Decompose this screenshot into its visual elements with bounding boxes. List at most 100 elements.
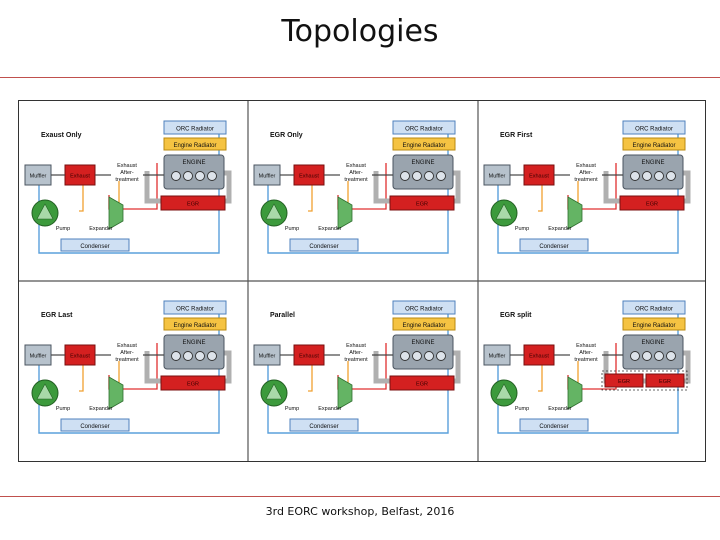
aftertreatment-label: After- bbox=[349, 170, 363, 176]
engine-cylinder-icon bbox=[171, 171, 181, 181]
engine-radiator bbox=[392, 317, 456, 331]
egr-label: EGR bbox=[416, 382, 428, 388]
egr-label: EGR bbox=[416, 202, 428, 208]
aftertreatment-label: After- bbox=[579, 170, 593, 176]
panel-title: Parallel bbox=[270, 312, 295, 319]
engine-radiator-label: Engine Radiator bbox=[402, 323, 445, 329]
aftertreatment-label: Exhaust bbox=[117, 163, 137, 169]
pump-icon-arrow bbox=[36, 383, 54, 400]
slide-footer: 3rd EORC workshop, Belfast, 2016 bbox=[265, 505, 455, 518]
engine-block bbox=[622, 334, 684, 370]
engine-cylinder-icon bbox=[412, 351, 422, 361]
panel-title: EGR First bbox=[500, 132, 533, 139]
engine-cylinder-icon bbox=[666, 171, 676, 181]
expander-label: Expander bbox=[89, 406, 113, 412]
orc-radiator-label: ORC Radiator bbox=[176, 307, 214, 313]
expander-icon bbox=[337, 196, 353, 230]
expander-icon bbox=[108, 376, 124, 410]
orc-pipe bbox=[308, 179, 313, 212]
orc-radiator bbox=[392, 120, 456, 135]
exhaust-label: Exhaust bbox=[529, 354, 549, 360]
aftertreatment-label: Exhaust bbox=[346, 163, 366, 169]
bottom-divider bbox=[0, 496, 720, 497]
orc-radiator bbox=[163, 120, 227, 135]
condenser-label: Condenser bbox=[539, 424, 568, 430]
expander-icon bbox=[337, 376, 353, 410]
pump-icon-arrow bbox=[495, 383, 513, 400]
engine-radiator bbox=[622, 317, 686, 331]
orc-radiator bbox=[392, 300, 456, 315]
condenser bbox=[60, 238, 130, 252]
engine-radiator-label: Engine Radiator bbox=[632, 143, 675, 149]
engine-radiator-label: Engine Radiator bbox=[173, 143, 216, 149]
aftertreatment-label: treatment bbox=[115, 177, 139, 183]
engine-cylinder-icon bbox=[171, 351, 181, 361]
slide-title: Topologies bbox=[281, 14, 439, 49]
orc-radiator bbox=[622, 300, 686, 315]
engine-cylinder-icon bbox=[642, 171, 652, 181]
orc-pipe bbox=[538, 359, 543, 392]
egr-cooler bbox=[389, 195, 455, 211]
orc-radiator bbox=[622, 120, 686, 135]
aftertreatment-label: Exhaust bbox=[576, 163, 596, 169]
engine-cylinder-icon bbox=[424, 351, 434, 361]
aftertreatment-label: Exhaust bbox=[576, 343, 596, 349]
aftertreatment-label: After- bbox=[349, 350, 363, 356]
condenser bbox=[289, 418, 359, 432]
orc-radiator bbox=[163, 300, 227, 315]
aftertreatment-label: Exhaust bbox=[117, 343, 137, 349]
engine-label: ENGINE bbox=[182, 160, 205, 166]
muffler-label: Muffler bbox=[259, 174, 276, 180]
engine-cylinder-icon bbox=[424, 171, 434, 181]
egr-second-label: EGR bbox=[659, 379, 671, 385]
aftertreatment-label: treatment bbox=[115, 357, 139, 363]
expander-label: Expander bbox=[548, 226, 572, 232]
condenser-label: Condenser bbox=[309, 424, 338, 430]
panel-title: Exaust Only bbox=[41, 132, 82, 139]
orc-radiator-label: ORC Radiator bbox=[176, 127, 214, 133]
engine-radiator-label: Engine Radiator bbox=[402, 143, 445, 149]
condenser-label: Condenser bbox=[80, 424, 109, 430]
engine-label: ENGINE bbox=[641, 160, 664, 166]
pump-label: Pump bbox=[285, 226, 299, 232]
exhaust-label: Exhaust bbox=[299, 354, 319, 360]
egr-cooler bbox=[160, 195, 226, 211]
engine-radiator bbox=[392, 137, 456, 151]
orc-pipe bbox=[308, 359, 313, 392]
muffler-label: Muffler bbox=[259, 354, 276, 360]
egr-cooler bbox=[389, 375, 455, 391]
condenser-label: Condenser bbox=[539, 244, 568, 250]
orc-radiator-label: ORC Radiator bbox=[635, 307, 673, 313]
engine-label: ENGINE bbox=[641, 340, 664, 346]
aftertreatment-label: treatment bbox=[344, 177, 368, 183]
condenser-label: Condenser bbox=[309, 244, 338, 250]
aftertreatment-label: After- bbox=[120, 350, 134, 356]
engine-block bbox=[392, 334, 454, 370]
engine-cylinder-icon bbox=[207, 351, 217, 361]
engine-radiator bbox=[163, 137, 227, 151]
egr-cooler bbox=[604, 373, 644, 388]
orc-pipe bbox=[79, 179, 84, 212]
engine-cylinder-icon bbox=[183, 171, 193, 181]
panel-title: EGR split bbox=[500, 312, 532, 319]
egr-label: EGR bbox=[187, 382, 199, 388]
engine-radiator bbox=[163, 317, 227, 331]
engine-cylinder-icon bbox=[642, 351, 652, 361]
engine-cylinder-icon bbox=[195, 351, 205, 361]
engine-cylinder-icon bbox=[666, 351, 676, 361]
engine-block bbox=[622, 154, 684, 190]
engine-cylinder-icon bbox=[630, 351, 640, 361]
expander-icon bbox=[108, 196, 124, 230]
engine-cylinder-icon bbox=[412, 171, 422, 181]
orc-pipe bbox=[79, 359, 84, 392]
exhaust-label: Exhaust bbox=[70, 174, 90, 180]
engine-label: ENGINE bbox=[411, 340, 434, 346]
egr-label: EGR bbox=[618, 379, 630, 385]
